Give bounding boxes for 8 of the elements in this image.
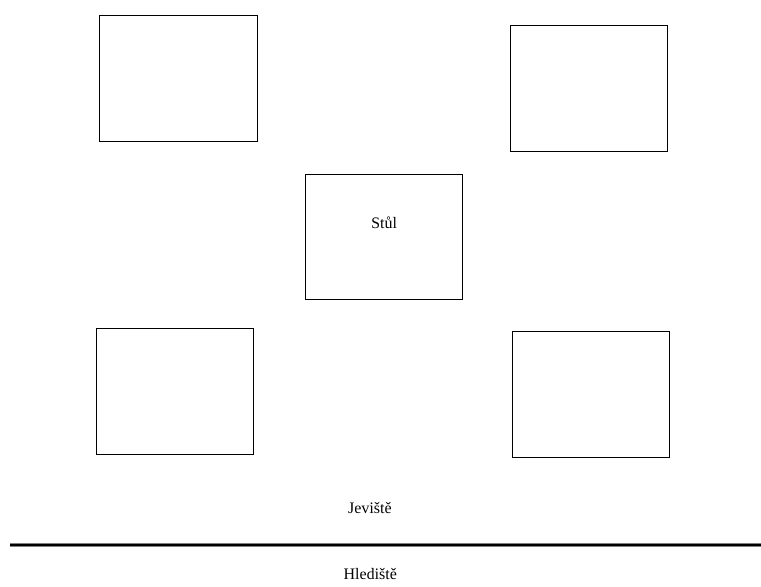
- empty-box: [99, 15, 258, 142]
- table-box: [305, 174, 463, 300]
- empty-box: [512, 331, 670, 458]
- table-label: Stůl: [370, 215, 398, 233]
- empty-box: [96, 328, 254, 455]
- auditorium-label: Hlediště: [344, 566, 397, 584]
- stage-label: Jeviště: [348, 500, 392, 518]
- empty-box: [510, 25, 668, 152]
